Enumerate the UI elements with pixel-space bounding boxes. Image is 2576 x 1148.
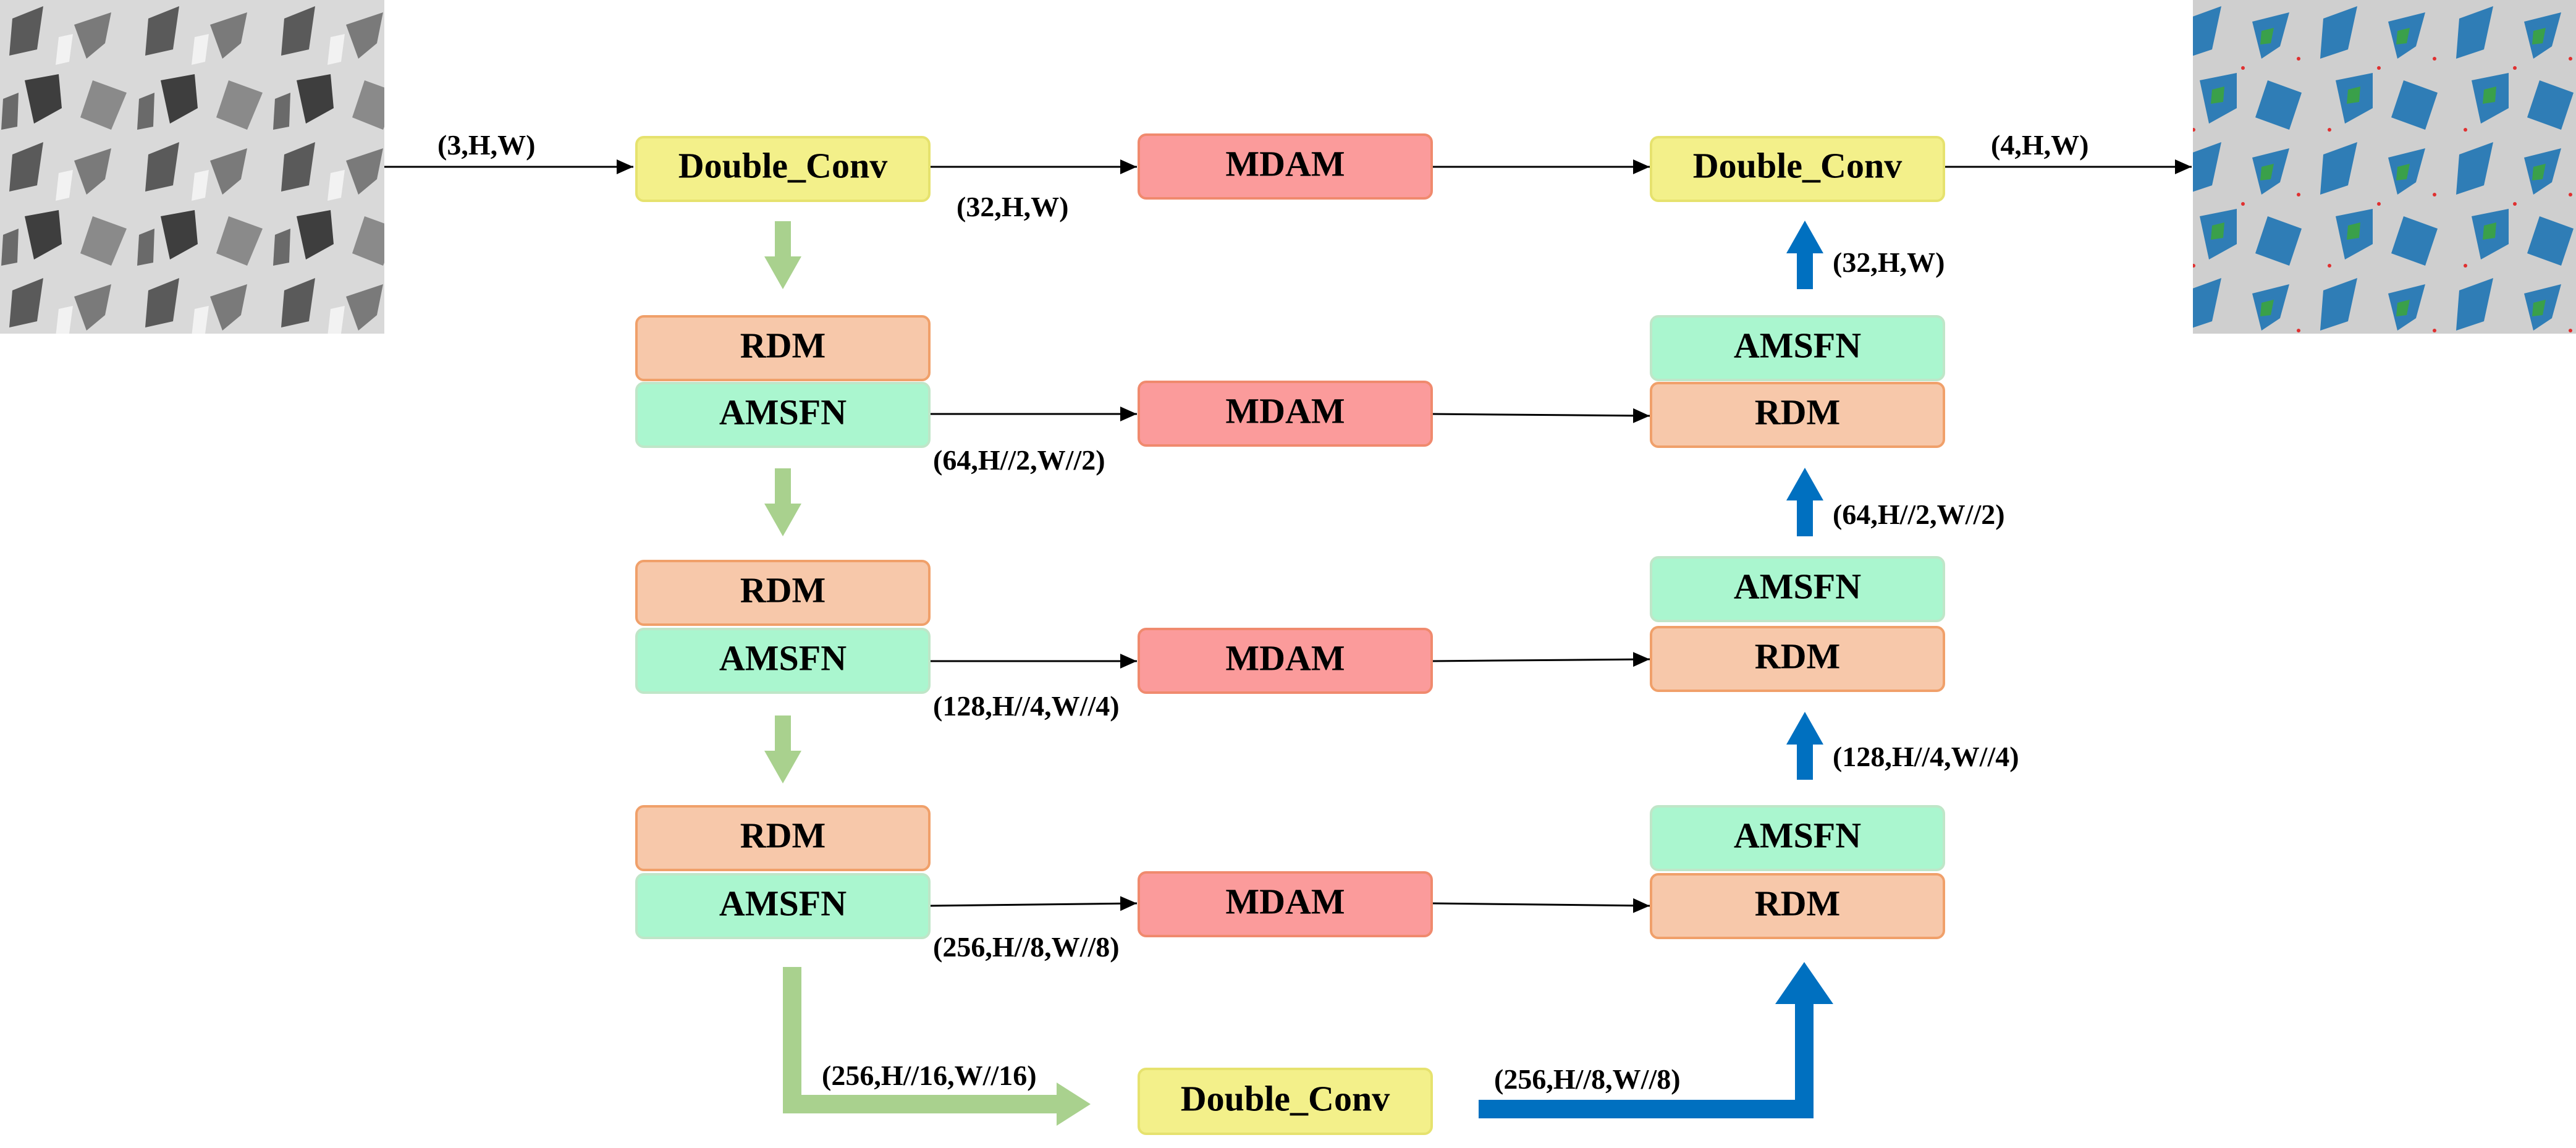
encoder-rdm-node: RDM — [635, 805, 931, 871]
dim-label-output: (4,H,W) — [1991, 129, 2088, 161]
dim-label-dec-1: (32,H,W) — [1833, 247, 1945, 278]
dim-label-enc-4: (256,H//8,W//8) — [933, 931, 1120, 963]
connector-lines — [384, 159, 2192, 913]
mdam-node: MDAM — [1138, 628, 1433, 694]
encoder-rdm-label: RDM — [740, 325, 826, 365]
encoder-amsfn-node: AMSFN — [635, 873, 931, 939]
decoder-amsfn-label: AMSFN — [1734, 566, 1861, 606]
mdam-label: MDAM — [1225, 881, 1345, 921]
input-micrograph-image — [0, 0, 384, 334]
mdam-node: MDAM — [1138, 133, 1433, 200]
decoder-amsfn-label: AMSFN — [1734, 815, 1861, 855]
encoder-down-arrows — [764, 221, 1091, 1126]
green-bottleneck-arrow — [783, 967, 1091, 1126]
dim-label-enc-1: (32,H,W) — [956, 191, 1068, 222]
decoder-amsfn-node: AMSFN — [1650, 805, 1945, 871]
skip-arrow-4-out — [1431, 898, 1650, 913]
green-down-arrow — [764, 221, 801, 289]
decoder-rdm-label: RDM — [1755, 883, 1841, 923]
green-down-arrow — [764, 715, 801, 783]
decoder-rdm-label: RDM — [1755, 636, 1841, 676]
dim-label-enc-3: (128,H//4,W//4) — [933, 690, 1120, 722]
blue-up-arrow — [1786, 712, 1823, 780]
mdam-column: MDAM MDAM MDAM MDAM — [1138, 133, 1433, 937]
skip-arrow-4-in — [929, 896, 1138, 911]
decoder-double-conv-node: Double_Conv — [1650, 136, 1945, 202]
dim-label-from-bottleneck: (256,H//8,W//8) — [1494, 1063, 1681, 1095]
dimension-labels: (3,H,W) (32,H,W) (64,H//2,W//2) (128,H//… — [437, 129, 2088, 1095]
skip-arrow-3-out — [1431, 652, 1650, 667]
blue-bottleneck-arrow — [1479, 962, 1833, 1118]
mdam-label: MDAM — [1225, 638, 1345, 678]
encoder-amsfn-label: AMSFN — [719, 392, 847, 432]
dim-label-dec-2: (64,H//2,W//2) — [1833, 499, 2005, 530]
encoder-rdm-label: RDM — [740, 570, 826, 610]
decoder-amsfn-label: AMSFN — [1734, 325, 1861, 365]
decoder-rdm-node: RDM — [1650, 626, 1945, 692]
blue-up-arrow — [1786, 468, 1823, 536]
mdam-node: MDAM — [1138, 871, 1433, 937]
decoder-amsfn-node: AMSFN — [1650, 315, 1945, 381]
skip-arrow-2-out — [1431, 408, 1650, 423]
dim-label-input: (3,H,W) — [437, 129, 535, 161]
encoder-rdm-label: RDM — [740, 815, 826, 855]
decoder-column: Double_Conv AMSFN RDM AMSFN RDM AMSFN RD… — [1650, 136, 1945, 939]
decoder-rdm-node: RDM — [1650, 382, 1945, 448]
encoder-amsfn-label: AMSFN — [719, 638, 847, 678]
mdam-label: MDAM — [1225, 143, 1345, 184]
decoder-rdm-node: RDM — [1650, 873, 1945, 939]
decoder-amsfn-node: AMSFN — [1650, 556, 1945, 622]
dim-label-enc-2: (64,H//2,W//2) — [933, 444, 1105, 476]
dim-label-dec-3: (128,H//4,W//4) — [1833, 741, 2019, 772]
encoder-amsfn-node: AMSFN — [635, 382, 931, 448]
decoder-up-arrows — [1479, 221, 1833, 1118]
encoder-amsfn-node: AMSFN — [635, 628, 931, 694]
dim-label-to-bottleneck: (256,H//16,W//16) — [822, 1060, 1037, 1091]
encoder-rdm-node: RDM — [635, 315, 931, 381]
encoder-rdm-node: RDM — [635, 560, 931, 626]
encoder-column: Double_Conv RDM AMSFN RDM AMSFN RDM AMSF… — [635, 136, 931, 939]
encoder-amsfn-label: AMSFN — [719, 883, 847, 923]
encoder-double-conv-label: Double_Conv — [678, 145, 887, 185]
bottleneck-double-conv-label: Double_Conv — [1181, 1078, 1390, 1118]
bottleneck-double-conv-node: Double_Conv — [1138, 1068, 1433, 1135]
decoder-double-conv-label: Double_Conv — [1693, 145, 1902, 185]
decoder-rdm-label: RDM — [1755, 392, 1841, 432]
green-down-arrow — [764, 468, 801, 536]
output-segmentation-image — [2193, 0, 2576, 334]
mdam-node: MDAM — [1138, 381, 1433, 447]
mdam-label: MDAM — [1225, 390, 1345, 431]
encoder-double-conv-node: Double_Conv — [635, 136, 931, 202]
blue-up-arrow — [1786, 221, 1823, 289]
